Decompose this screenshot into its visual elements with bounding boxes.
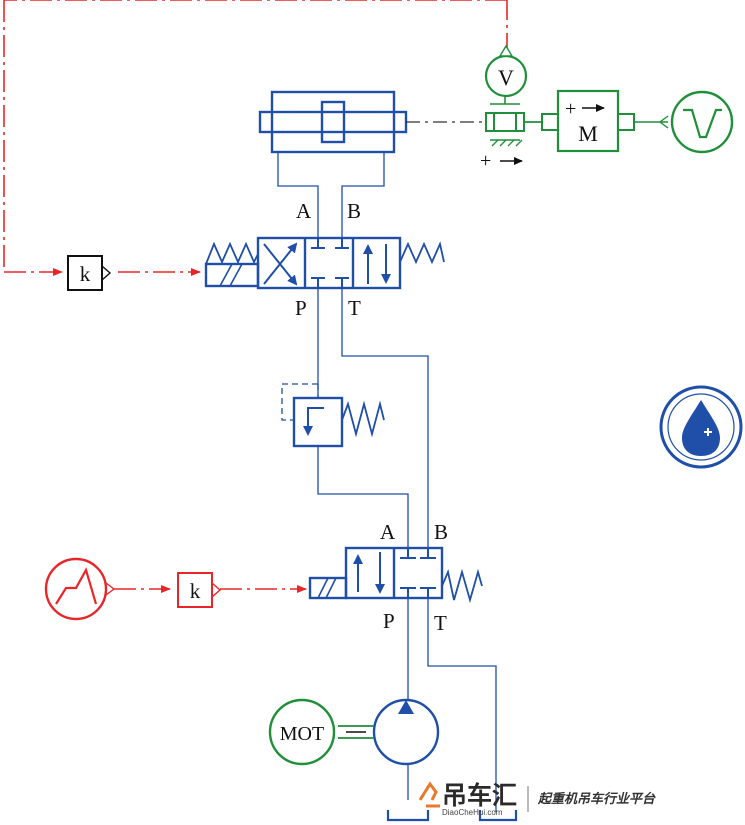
watermark: 吊车汇 DiaoCheHui.com 起重机吊车行业平台	[418, 781, 656, 817]
feedback-signal-line	[3, 0, 508, 276]
voltmeter-label: V	[498, 65, 514, 90]
valve-lower-port-b: B	[434, 520, 448, 544]
hydraulic-lines	[317, 288, 497, 812]
mass-motor-label: M	[578, 121, 598, 146]
tank-left	[386, 810, 430, 822]
valve-upper-port-a: A	[296, 199, 312, 223]
pressure-relief-valve[interactable]	[281, 383, 385, 448]
valve-upper-port-p: P	[295, 296, 307, 320]
valve-upper-center-position	[311, 238, 349, 288]
directional-valve-lower[interactable]	[308, 546, 483, 604]
gain-block-lower[interactable]: k	[177, 572, 222, 608]
gain-upper-label: k	[80, 262, 91, 286]
gain-block-upper[interactable]: k	[67, 255, 112, 291]
shaft-coupling	[338, 725, 374, 739]
waveform-icon	[683, 108, 722, 139]
watermark-brand: 吊车汇	[442, 781, 517, 810]
hydraulic-cylinder[interactable]	[258, 90, 408, 154]
directional-valve-upper[interactable]	[204, 236, 445, 290]
brand-logo-icon	[418, 781, 440, 808]
signal-source-green[interactable]	[658, 90, 734, 154]
valve-upper-port-t: T	[348, 296, 361, 320]
hydraulic-fluid-icon[interactable]	[659, 385, 743, 469]
mass-motor-plus-sign: +	[565, 98, 576, 120]
voltmeter[interactable]: V	[484, 44, 528, 98]
watermark-slogan: 起重机吊车行业平台	[537, 791, 656, 807]
electric-motor-label: MOT	[280, 723, 324, 745]
cylinder-hoses	[277, 152, 385, 238]
tank-right	[478, 810, 518, 822]
pulse-waveform-icon	[55, 567, 98, 605]
valve-upper-cross-position	[263, 242, 298, 286]
valve-lower-port-p: P	[383, 609, 395, 633]
valve-lower-closed-position	[400, 548, 436, 598]
valve-lower-parallel-position	[353, 552, 385, 594]
position-sensor[interactable]	[485, 95, 542, 147]
hydraulic-pump[interactable]	[372, 698, 440, 766]
valve-upper-port-b: B	[347, 199, 361, 223]
sensor-plus-sign: +	[480, 150, 491, 172]
watermark-url: DiaoCheHui.com	[442, 808, 503, 817]
valve-lower-port-a: A	[380, 520, 396, 544]
valve-upper-parallel-position	[363, 244, 391, 284]
valve-lower-port-t: T	[434, 611, 447, 635]
gain-lower-label: k	[190, 579, 201, 603]
signal-source-red[interactable]	[44, 557, 116, 621]
mass-motor-block[interactable]: + M	[541, 89, 635, 153]
electric-motor[interactable]: MOT	[268, 698, 336, 766]
